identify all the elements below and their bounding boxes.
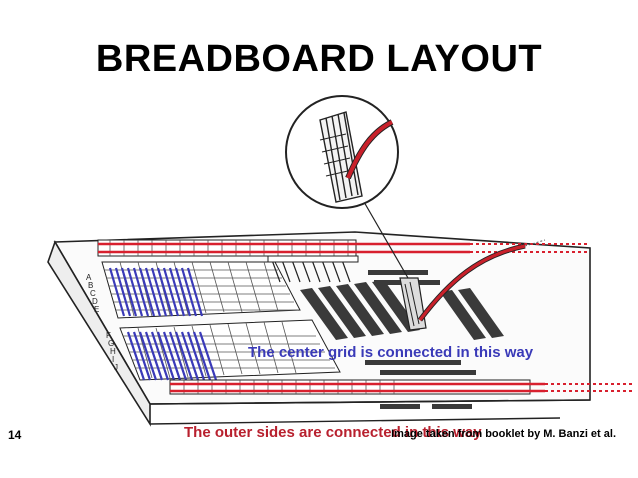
row-letter: C (90, 289, 96, 298)
center-grid-upper-left (101, 261, 301, 319)
jumper-connector (399, 239, 546, 331)
bottom-power-rail (169, 379, 632, 395)
slide-number: 14 (8, 428, 22, 442)
row-letter: A (86, 273, 92, 282)
pin-header (267, 255, 359, 283)
top-power-rail (97, 239, 590, 257)
slide-title: BREADBOARD LAYOUT (95, 38, 543, 80)
row-letter: I (112, 355, 114, 364)
image-credit: Image taken from booklet by M. Banzi et … (391, 428, 616, 440)
row-letter: F (106, 331, 111, 340)
outer-sides-label: The outer sides are connected in this wa… (184, 424, 482, 441)
center-grid-lower-left (119, 319, 341, 381)
row-letter-column: A B C D E F G H I J (86, 273, 118, 372)
row-letter: G (108, 339, 114, 348)
row-letter: H (110, 347, 116, 356)
row-letter: J (114, 363, 118, 372)
magnifier-callout (285, 95, 409, 279)
center-grid-label: The center grid is connected in this way (248, 344, 534, 361)
row-letter: D (92, 297, 98, 306)
row-letter: B (88, 281, 93, 290)
magnified-strip (319, 111, 363, 203)
row-letter: E (94, 305, 99, 314)
